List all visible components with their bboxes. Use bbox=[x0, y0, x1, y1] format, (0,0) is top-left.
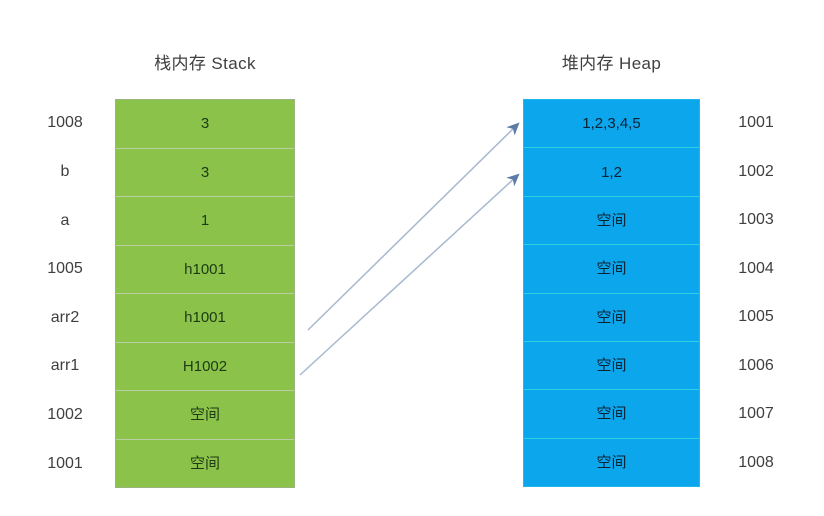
stack-cell: h1001 bbox=[116, 246, 294, 294]
heap-memory-table: 1,2,3,4,5 1,2 空间 空间 空间 空间 空间 空间 bbox=[523, 99, 700, 487]
heap-address-label: 1004 bbox=[738, 259, 774, 277]
stack-address-label: b bbox=[60, 162, 70, 180]
heap-address-label: 1005 bbox=[738, 308, 774, 326]
stack-cell: H1002 bbox=[116, 343, 294, 391]
heap-address-label: 1002 bbox=[738, 162, 774, 180]
stack-address-label: 1002 bbox=[47, 406, 83, 424]
stack-cell: 3 bbox=[116, 149, 294, 197]
heap-cell: 空间 bbox=[524, 390, 699, 439]
heap-cell: 空间 bbox=[524, 197, 699, 246]
heap-address-label: 1001 bbox=[738, 114, 774, 132]
stack-address-label: a bbox=[60, 211, 70, 229]
stack-cell: 空间 bbox=[116, 391, 294, 440]
heap-cell: 空间 bbox=[524, 342, 699, 391]
heap-cell: 空间 bbox=[524, 294, 699, 342]
stack-memory-table: 3 3 1 h1001 h1001 H1002 空间 空间 bbox=[115, 99, 295, 488]
arrow-arr1-to-heap-1002 bbox=[299, 173, 520, 376]
stack-cell: 3 bbox=[116, 100, 294, 149]
heap-address-label: 1003 bbox=[738, 211, 774, 229]
heap-address-label: 1006 bbox=[738, 356, 774, 374]
stack-address-label: 1008 bbox=[47, 114, 83, 132]
heap-address-label: 1008 bbox=[738, 453, 774, 471]
stack-address-label: arr2 bbox=[50, 308, 80, 326]
stack-address-column: 1008 b a 1005 arr2 arr1 1002 1001 bbox=[25, 99, 105, 488]
arrow-arr2-to-heap-1001 bbox=[307, 122, 520, 331]
stack-panel-title: 栈内存 Stack bbox=[154, 54, 256, 73]
stack-address-label: 1001 bbox=[47, 454, 83, 472]
stack-cell: 空间 bbox=[189, 454, 220, 472]
stack-cell: 1 bbox=[116, 197, 294, 246]
heap-address-label: 1007 bbox=[738, 405, 774, 423]
stack-cell: h1001 bbox=[116, 294, 294, 343]
heap-cell: 空间 bbox=[596, 453, 627, 471]
heap-panel-title: 堆内存 Heap bbox=[561, 54, 662, 73]
heap-cell: 1,2 bbox=[524, 148, 699, 197]
stack-address-label: 1005 bbox=[47, 260, 83, 278]
heap-cell: 空间 bbox=[524, 245, 699, 294]
heap-cell: 1,2,3,4,5 bbox=[524, 100, 699, 149]
stack-address-label: arr1 bbox=[50, 357, 80, 375]
heap-address-column: 1001 1002 1003 1004 1005 1006 1007 1008 bbox=[716, 99, 796, 487]
